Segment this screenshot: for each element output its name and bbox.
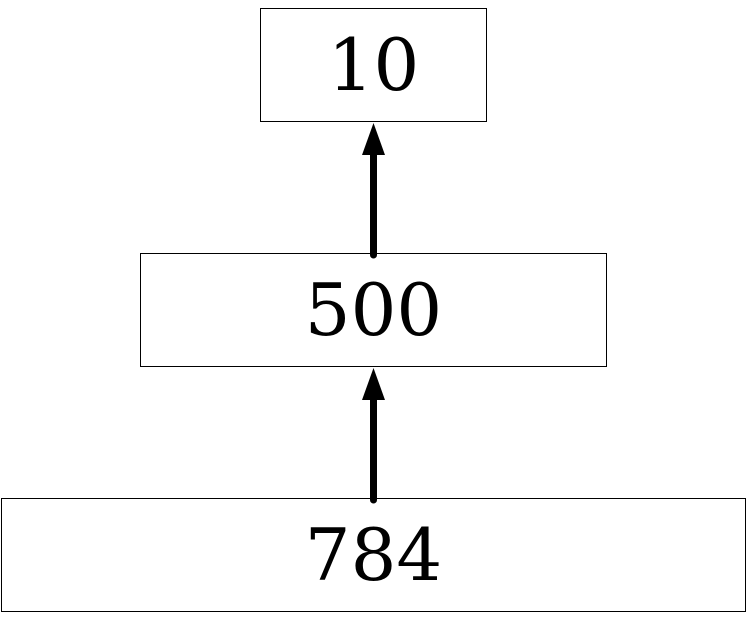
arrowhead-bottom-to-middle: [362, 368, 385, 400]
arrow-bottom-to-middle: [362, 368, 385, 504]
arrowhead-middle-to-top: [362, 123, 385, 155]
layer-box-middle: 500: [140, 253, 607, 367]
layer-label-middle: 500: [304, 268, 443, 352]
arrow-middle-to-top: [362, 123, 385, 259]
layer-label-top: 10: [327, 23, 420, 107]
layer-box-top: 10: [260, 8, 487, 122]
layer-box-bottom: 784: [1, 498, 746, 612]
layer-label-bottom: 784: [304, 513, 443, 597]
